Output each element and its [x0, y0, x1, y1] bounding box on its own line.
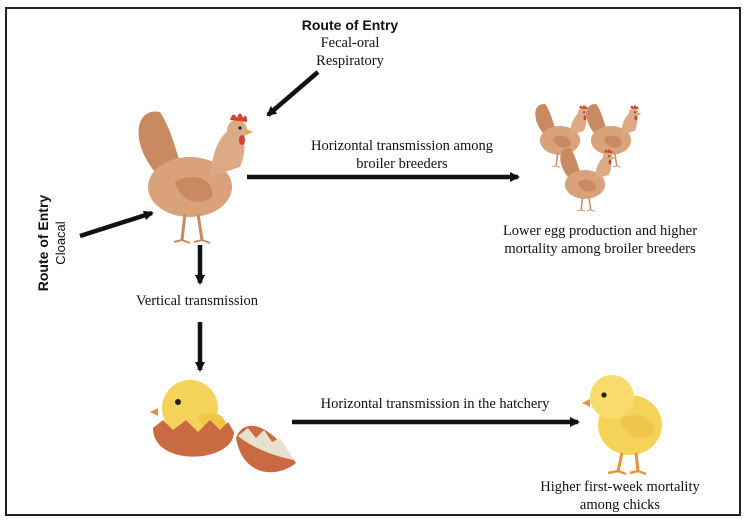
route-top-title: Route of Entry: [301, 17, 399, 33]
horizontal-breeders-label: Horizontal transmission among broiler br…: [262, 137, 542, 173]
breeder-outcome-line2: mortality among broiler breeders: [504, 241, 696, 257]
route-left-title: Route of Entry: [35, 194, 51, 292]
horizontal-breeders-line1: Horizontal transmission among: [310, 138, 494, 154]
horizontal-breeders-line2: broiler breeders: [356, 156, 448, 172]
chick-icon: [580, 373, 664, 476]
arrow-icon: [266, 70, 320, 117]
breeder-outcome-label: Lower egg production and higher mortalit…: [470, 222, 730, 258]
route-of-entry-top: Route of Entry Fecal-oral Respiratory: [270, 16, 430, 70]
vertical-transmission-label: Vertical transmission: [135, 293, 259, 309]
hatchery-transmission-label: Horizontal transmission in the hatchery: [320, 396, 550, 412]
chick-outcome-line2: among chicks: [579, 497, 661, 513]
route-left-cloacal: Cloacal: [53, 221, 68, 265]
breeder-outcome-line1: Lower egg production and higher: [502, 223, 698, 239]
diagram-frame: [5, 7, 741, 516]
route-of-entry-left: Route of Entry Cloacal: [35, 173, 69, 313]
route-top-respiratory: Respiratory: [316, 53, 384, 69]
route-top-fecal-oral: Fecal-oral: [320, 35, 380, 51]
arrow-icon: [79, 210, 154, 239]
chick-outcome-line1: Higher first-week mortality: [540, 479, 700, 495]
hen-flock-icon: [534, 103, 642, 212]
hatching-chick-icon: [150, 380, 296, 473]
hen-icon: [137, 110, 255, 245]
chick-outcome-label: Higher first-week mortality among chicks: [520, 478, 720, 514]
